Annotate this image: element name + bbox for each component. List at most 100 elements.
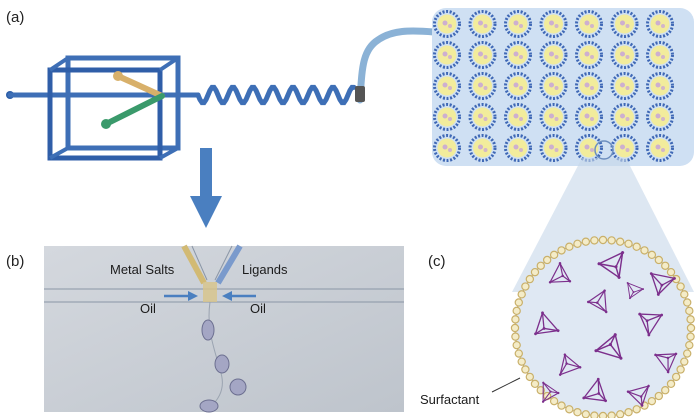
droplet [214,354,230,374]
surfactant-bead [686,332,695,341]
surfactant-bead [661,261,670,270]
panel-label-a: (a) [6,9,24,26]
surfactant-bead [654,391,664,401]
surfactant-bead [521,282,530,291]
surfactant-bead [565,405,574,414]
surfactant-bead [530,379,540,389]
array-droplet [539,72,568,100]
surfactant-bead [581,237,591,246]
surfactant-bead [511,315,520,324]
array-droplet [468,41,497,69]
outlet-tubing [356,27,438,104]
surfactant-bead [536,261,545,270]
array-droplet [433,103,461,131]
array-droplet [468,10,497,38]
surfactant-bead [607,236,616,245]
array-droplet [468,134,497,162]
surfactant-bead [680,290,689,299]
array-droplet [610,10,639,38]
surfactant-bead [647,250,657,260]
surfactant-bead [530,267,540,277]
array-droplet [504,72,532,100]
serpentine-channel [195,84,357,106]
surfactant-bead [640,246,649,255]
array-droplet [610,72,639,100]
surfactant-bead [685,340,694,350]
array-droplet [646,134,674,162]
oil-arrow-right [222,291,256,301]
surfactant-bead [683,298,692,307]
surfactant-bead [521,365,530,374]
surfactant-bead [654,255,664,265]
surfactant-bead [685,306,694,316]
surfactant-label: Surfactant [420,392,480,407]
droplet-array [433,10,674,162]
crystal-icon [626,384,650,407]
crystal-icon [626,281,645,300]
surfactant-bead [624,239,633,248]
array-droplet [433,41,461,69]
surfactant-bead [514,349,523,358]
zoom-source-marker [594,140,614,160]
array-droplet [433,134,461,162]
oil-arrow-left [164,291,198,301]
junction [203,282,217,302]
array-droplet [433,72,461,100]
surfactant-bead [615,410,625,418]
array-droplet [575,10,603,38]
surfactant-bead [590,236,599,245]
crystal-icon [582,377,608,403]
down-arrow [190,148,222,228]
oil-label-left: Oil [140,301,156,316]
crystal-icon [534,311,560,336]
array-droplet [646,103,674,131]
surfactant-bead [647,396,657,406]
surfactant-bead [661,386,670,395]
surfactant-bead [598,411,608,418]
array-droplet [610,103,639,131]
crystal-icon [649,272,676,296]
surfactant-bead [557,401,566,410]
micrograph-panel: Metal Salts Ligands Oil Oil [44,244,404,413]
surfactant-bead [511,332,520,341]
surfactant-bead [517,357,526,366]
surfactant-bead [517,290,526,299]
surfactant-bead [615,237,625,246]
surfactant-bead [676,365,685,374]
array-droplet [646,10,674,38]
surfactant-bead [683,349,692,358]
metal-salts-label: Metal Salts [110,262,175,277]
surfactant-bead [632,242,641,251]
array-droplet [539,103,568,131]
surfactant-bead [536,386,545,395]
array-droplet [575,41,603,69]
surfactant-bead [624,408,633,417]
metal-salt-channel [115,73,165,99]
surfactant-bead [557,246,566,255]
panel-label-b: (b) [6,253,24,270]
surfactant-bead [565,242,574,251]
array-droplet [468,103,497,131]
crystal-icon [587,289,608,314]
surfactant-bead [671,372,681,382]
droplet [199,399,219,413]
surfactant-bead [680,357,689,366]
array-droplet [575,103,603,131]
surfactant-bead [525,372,535,382]
crystal-icon [597,251,625,279]
array-droplet [504,134,532,162]
surfactant-bead [686,315,695,324]
surfactant-bead [525,274,535,284]
surfactant-bead [676,282,685,291]
ligand-channel [103,93,165,127]
microfluidic-chip [6,27,438,161]
surfactant-bead [666,267,676,277]
surfactant-bead [666,379,676,389]
ligands-label: Ligands [242,262,288,277]
panel-label-c: (c) [428,253,446,270]
array-droplet [646,72,674,100]
mof-crystals [534,251,678,407]
crystal-icon [654,352,678,374]
surfactant-bead [549,250,559,260]
